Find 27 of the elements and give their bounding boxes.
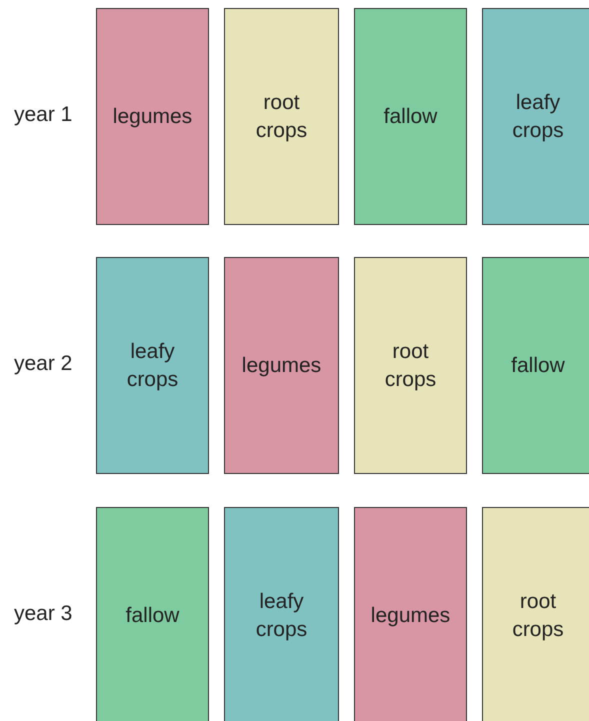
year-label: year 3 (14, 602, 72, 626)
crop-name: legumes (242, 352, 322, 378)
crop-plot (354, 257, 467, 474)
crop-name: root crops (511, 588, 565, 642)
crop-plot (96, 257, 209, 474)
crop-plot (96, 507, 209, 721)
crop-name: leafy crops (254, 588, 308, 642)
crop-name: fallow (124, 602, 180, 628)
year-label: year 2 (14, 352, 72, 376)
crop-name: leafy crops (511, 90, 565, 144)
crop-name: root crops (384, 338, 438, 392)
crop-name: legumes (112, 104, 192, 130)
crop-plot (482, 257, 589, 474)
crop-name: legumes (370, 602, 450, 628)
crop-plot (354, 8, 467, 225)
crop-plot (224, 257, 339, 474)
crop-plot (96, 8, 209, 225)
crop-plot (482, 8, 589, 225)
crop-name: fallow (382, 104, 438, 130)
year-label: year 1 (14, 102, 72, 126)
crop-plot (224, 8, 339, 225)
crop-plot (224, 507, 339, 721)
crop-plot (482, 507, 589, 721)
crop-name: fallow (510, 352, 566, 378)
crop-plot (354, 507, 467, 721)
crop-name: leafy crops (126, 338, 180, 392)
crop-name: root crops (254, 90, 308, 144)
